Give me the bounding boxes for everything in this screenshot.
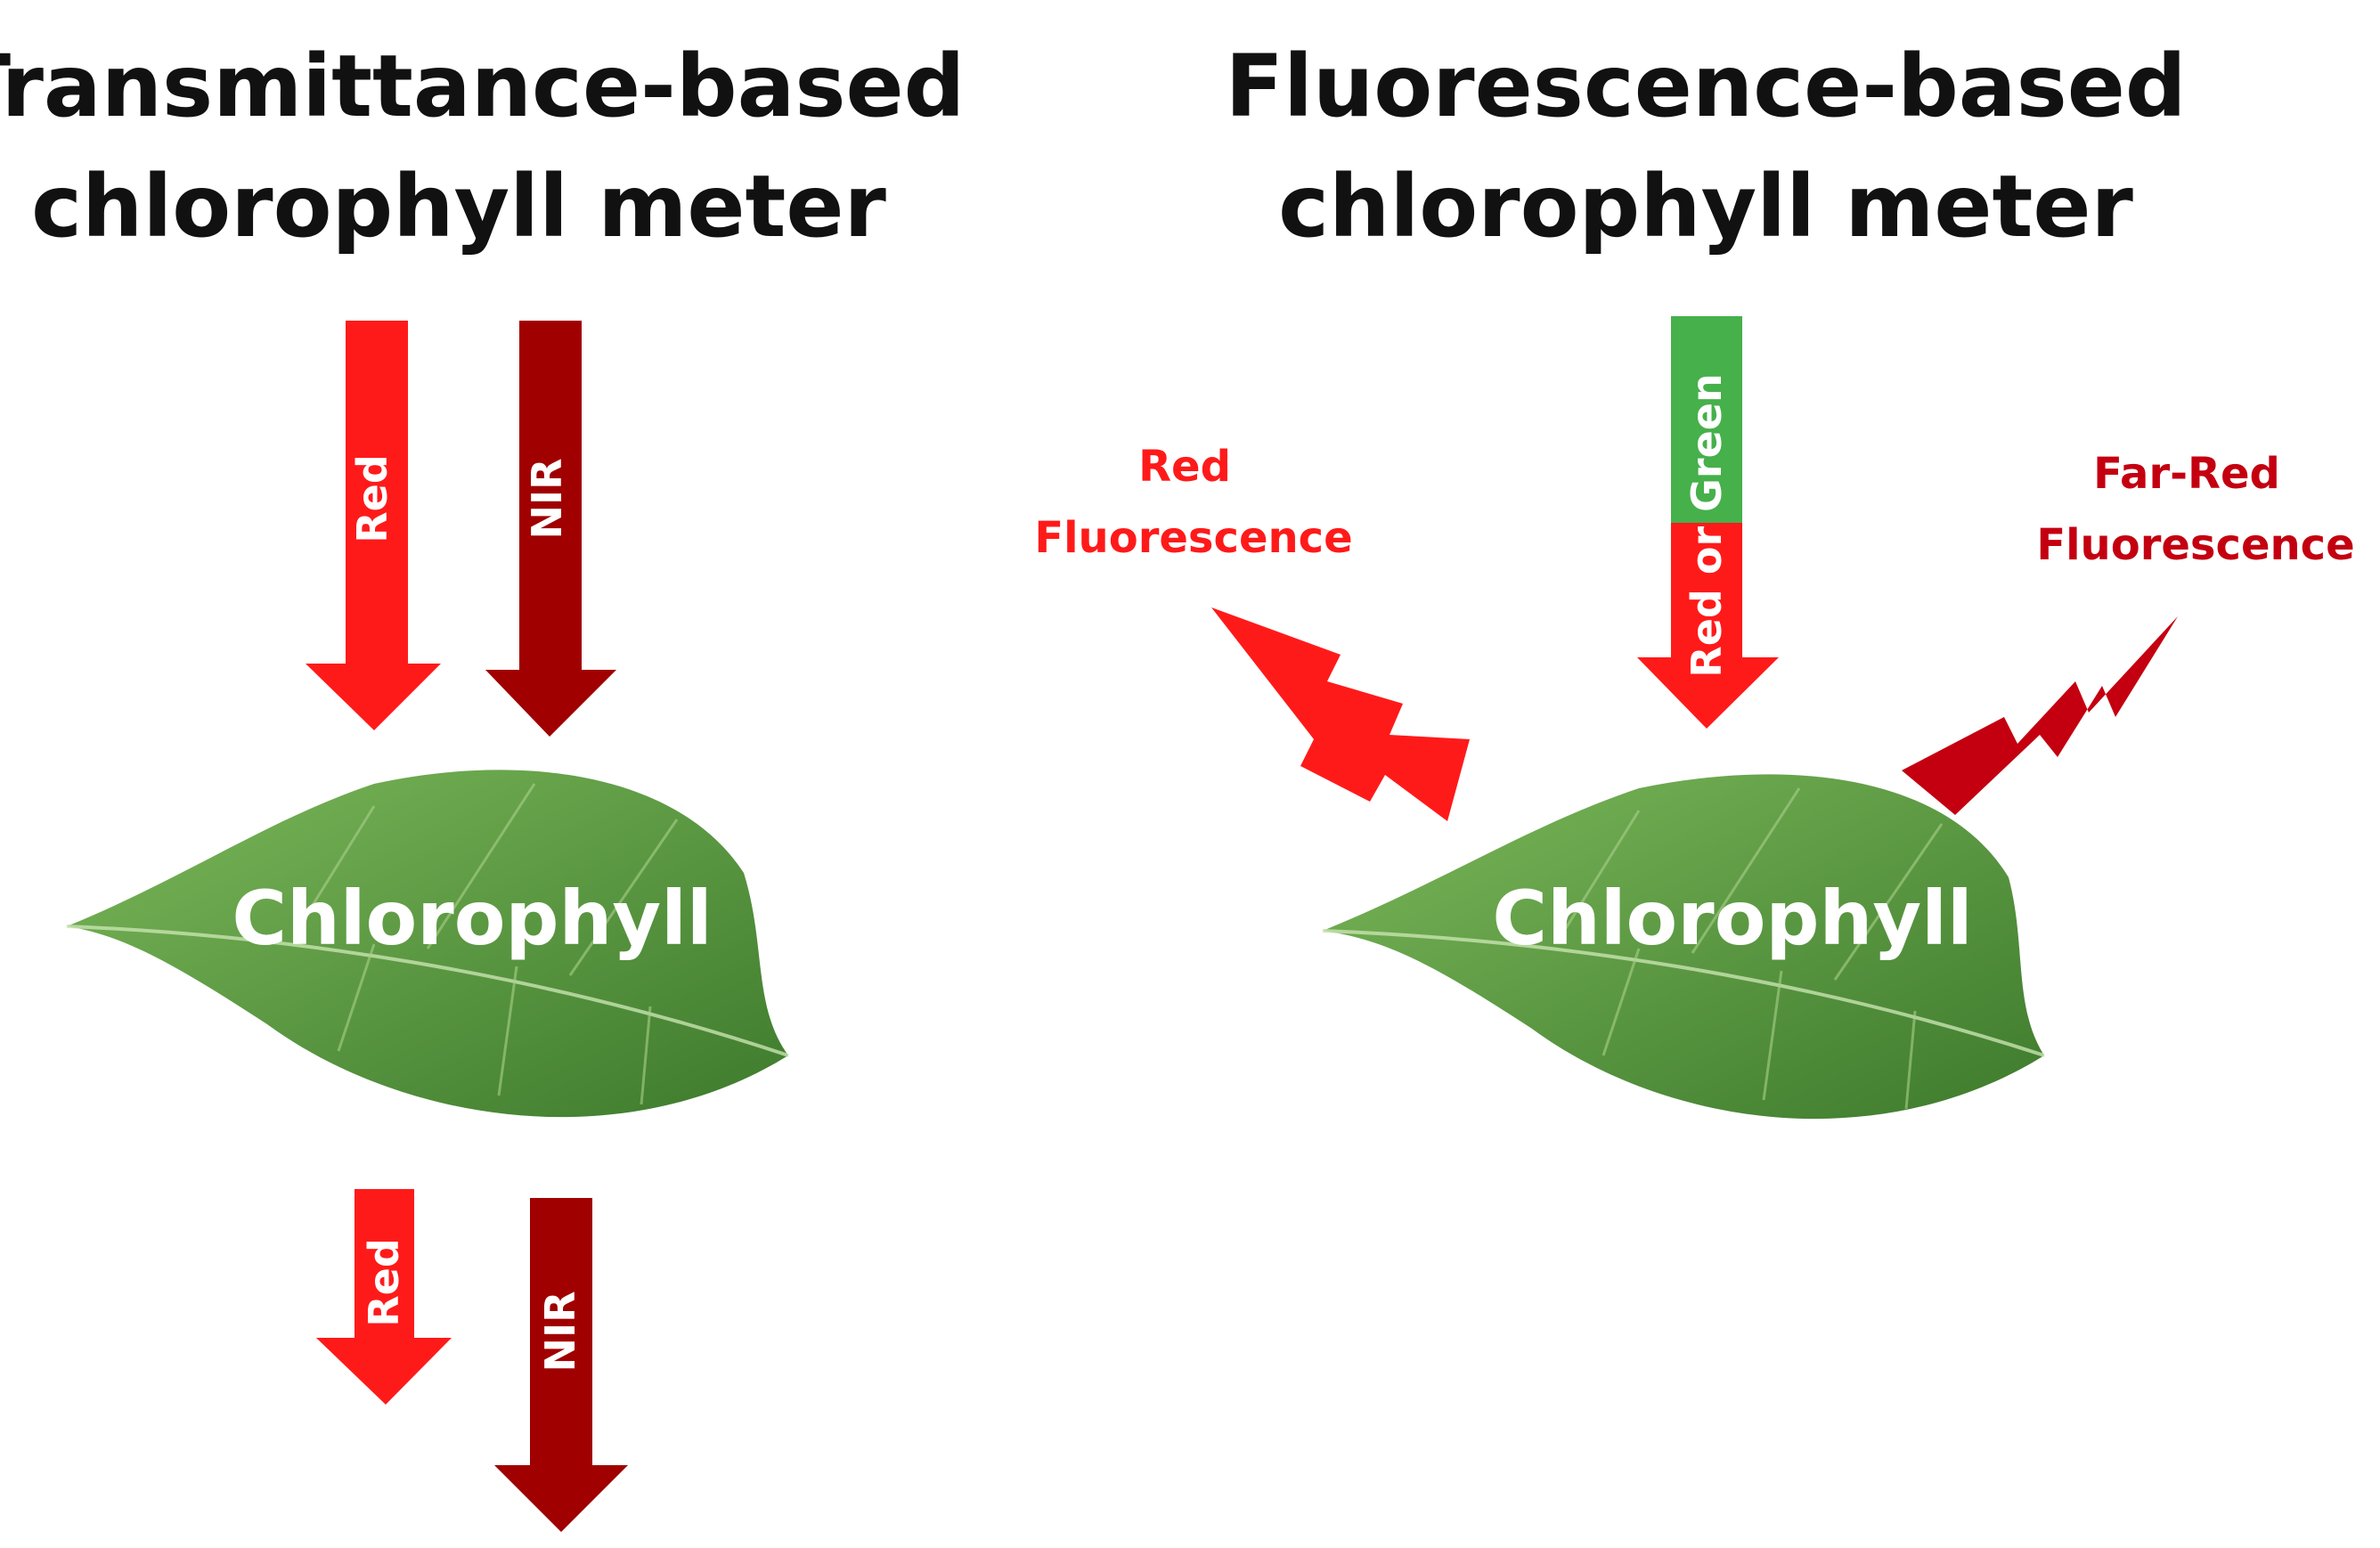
fluorescence-title-line2: chlorophyll meter <box>1278 157 2133 257</box>
far-red-fluorescence-label-line1: Far-Red <box>2093 449 2280 499</box>
excitation-arrow: Red or Green <box>1637 316 1779 729</box>
fluorescence-title-line1: Fluorescence-based <box>1225 37 2186 136</box>
incoming-nir-arrow: NIR <box>485 321 616 737</box>
fluorescence-panel: Fluorescence-based chlorophyll meter Red… <box>1034 37 2355 1120</box>
fluorescence-leaf-label: Chlorophyll <box>1492 875 1972 962</box>
leaf-shape <box>1323 774 2044 1120</box>
far-red-fluorescence-bolt <box>1902 616 2178 815</box>
red-fluorescence-bolt <box>1211 607 1470 821</box>
excitation-label: Red or Green <box>1683 373 1731 677</box>
transmittance-title-line1: Transmittance-based <box>0 37 965 136</box>
incoming-red-arrow: Red <box>306 321 441 730</box>
red-fluorescence-label-line1: Red <box>1138 442 1231 492</box>
transmittance-leaf: Chlorophyll <box>66 770 789 1118</box>
far-red-fluorescence-label-line2: Fluorescence <box>2036 520 2354 570</box>
fluorescence-leaf: Chlorophyll <box>1322 774 2045 1120</box>
transmittance-panel: Transmittance-based chlorophyll meter Re… <box>0 37 965 1532</box>
red-fluorescence-label-line2: Fluorescence <box>1034 513 1352 563</box>
outgoing-nir-label: NIR <box>536 1291 584 1372</box>
incoming-nir-label: NIR <box>523 458 571 539</box>
transmittance-title-line2: chlorophyll meter <box>31 157 886 257</box>
outgoing-red-label: Red <box>360 1238 408 1327</box>
outgoing-nir-arrow: NIR <box>494 1198 628 1532</box>
transmittance-leaf-label: Chlorophyll <box>232 875 712 962</box>
outgoing-red-arrow: Red <box>316 1189 452 1405</box>
incoming-red-label: Red <box>348 454 396 543</box>
leaf-shape <box>67 770 788 1118</box>
